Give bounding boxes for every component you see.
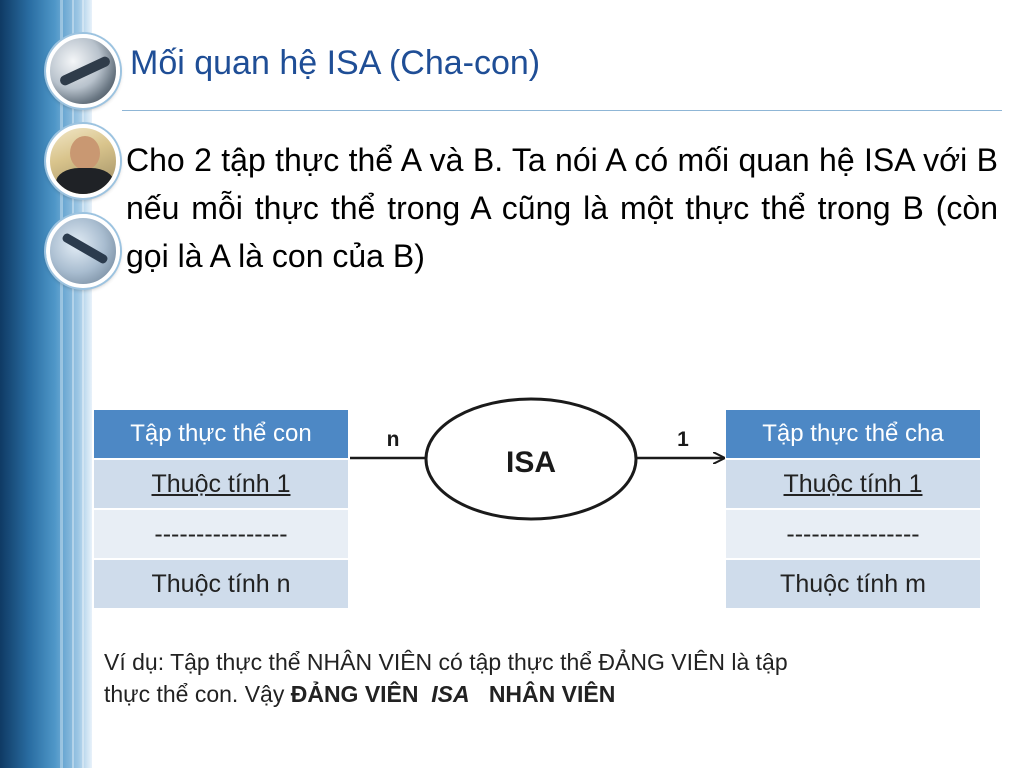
parent-attribute-first: Thuộc tính 1	[726, 460, 980, 510]
left-decorative-band	[0, 0, 92, 768]
child-attribute-first-text: Thuộc tính 1	[151, 469, 291, 498]
cardinality-1-label: 1	[677, 428, 689, 451]
photo-bullet-document	[46, 214, 120, 288]
intro-paragraph: Cho 2 tập thực thể A và B. Ta nói A có m…	[126, 142, 998, 274]
isa-relationship-ellipse	[424, 397, 638, 521]
example-object: NHÂN VIÊN	[488, 681, 616, 707]
parent-attribute-ellipsis: ----------------	[726, 510, 980, 560]
isa-label: ISA	[506, 446, 556, 479]
example-subject: ĐẢNG VIÊN	[290, 681, 419, 707]
child-table-header: Tập thực thể con	[94, 410, 348, 460]
example-line-1: Ví dụ: Tập thực thể NHÂN VIÊN có tập thự…	[104, 649, 788, 675]
example-paragraph: Ví dụ: Tập thực thể NHÂN VIÊN có tập thự…	[104, 646, 984, 710]
parent-table-header: Tập thực thể cha	[726, 410, 980, 460]
parent-entity-table: Tập thực thể cha Thuộc tính 1 ----------…	[726, 410, 980, 610]
photo-bullet-pen	[46, 34, 120, 108]
example-line-2-prefix: thực thể con. Vậy	[104, 681, 291, 707]
child-attribute-ellipsis: ----------------	[94, 510, 348, 560]
slide-title: Mối quan hệ ISA (Cha-con)	[130, 44, 541, 82]
child-attribute-first: Thuộc tính 1	[94, 460, 348, 510]
cardinality-n-label: n	[387, 428, 400, 451]
parent-attribute-last: Thuộc tính m	[726, 560, 980, 610]
photo-bullet-businessman	[46, 124, 120, 198]
child-attribute-last: Thuộc tính n	[94, 560, 348, 610]
child-entity-table: Tập thực thể con Thuộc tính 1 ----------…	[94, 410, 348, 610]
title-divider	[122, 110, 1002, 111]
parent-attribute-first-text: Thuộc tính 1	[783, 469, 923, 498]
example-relation: ISA	[431, 681, 470, 707]
